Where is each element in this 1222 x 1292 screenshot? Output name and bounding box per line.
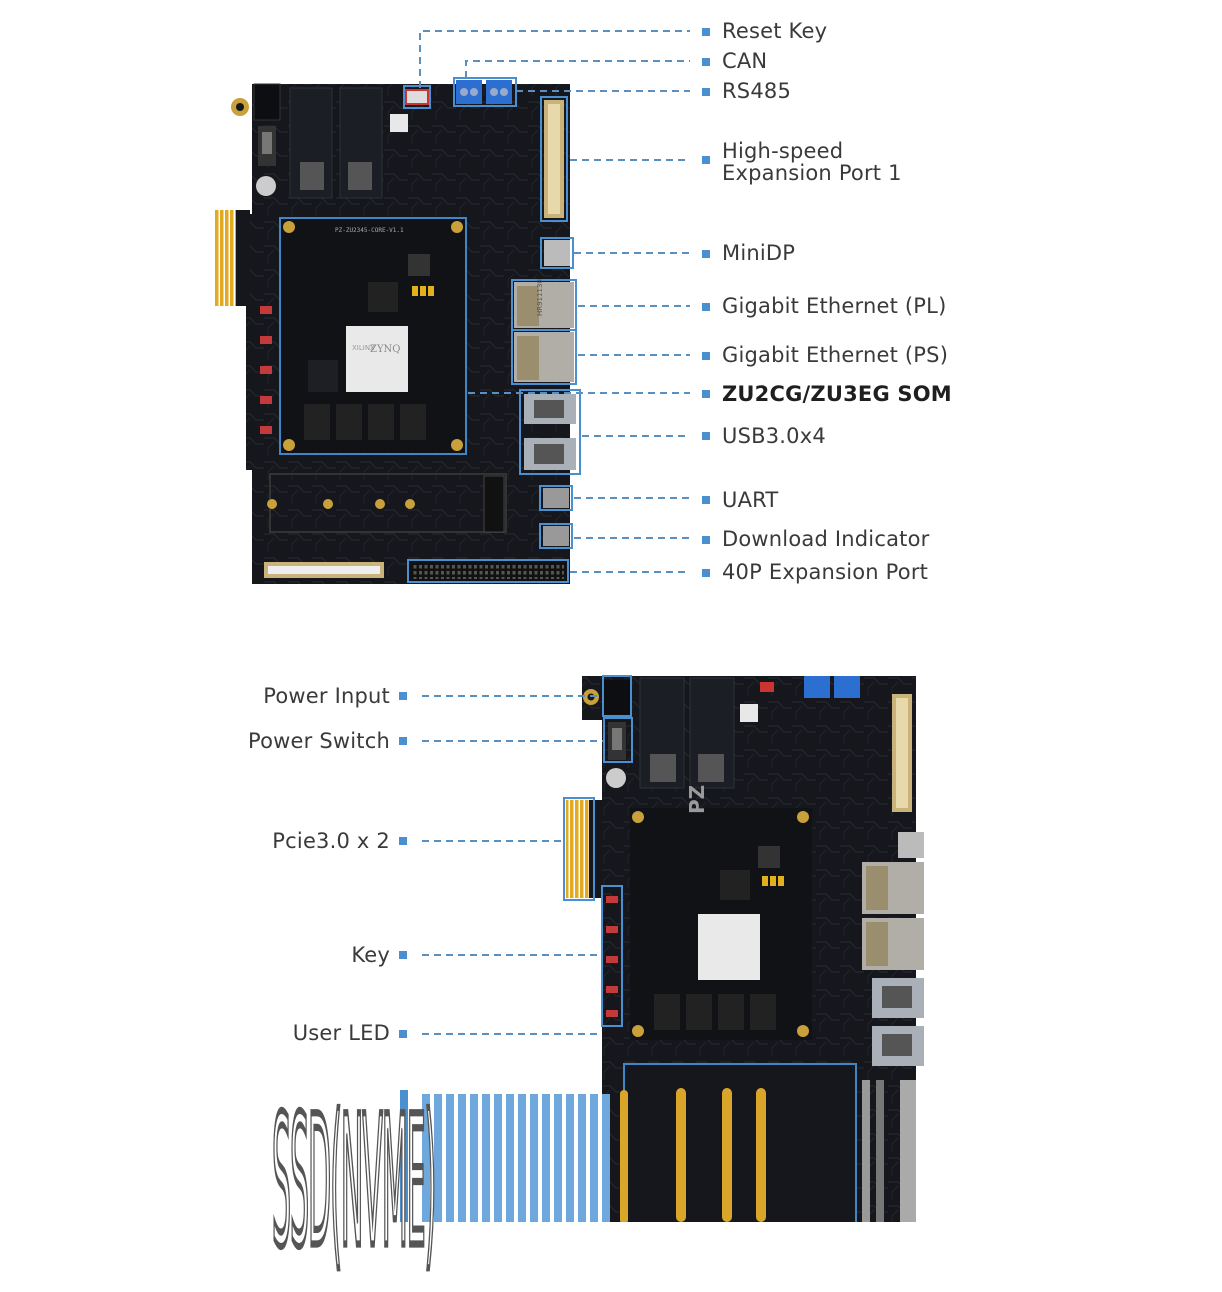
label-ethernet-ps: Gigabit Ethernet (PS) (722, 343, 949, 367)
chip-name: ZYNQ (370, 344, 401, 355)
bottom-label-markers (399, 692, 407, 1038)
label-usb: USB3.0x4 (722, 424, 826, 448)
som-module (279, 217, 467, 455)
label-minidp: MiniDP (722, 241, 796, 265)
top-leader-lines (419, 30, 690, 573)
board-logo: PZ (685, 785, 709, 814)
label-pcie: Pcie3.0 x 2 (272, 829, 390, 853)
label-reset-key: Reset Key (722, 19, 828, 43)
bottom-board: PZ (563, 675, 924, 1222)
top-label-markers (702, 28, 710, 577)
label-user-led: User LED (292, 1021, 390, 1045)
label-can: CAN (722, 49, 768, 73)
chip-brand: XILINX (352, 344, 375, 352)
ssd-stripes (400, 1090, 610, 1222)
can-rs485-terminals (456, 80, 512, 104)
pcie-gold-fingers (215, 210, 237, 306)
label-som: ZU2CG/ZU3EG SOM (722, 382, 952, 406)
label-power-input: Power Input (263, 684, 390, 708)
label-power-switch: Power Switch (248, 729, 390, 753)
label-rs485: RS485 (722, 79, 792, 103)
eth-part-1: HR911130 (536, 279, 544, 316)
label-hs-expansion-line2: Expansion Port 1 (722, 161, 902, 185)
top-board: PZ-ZU2345-CORE-V1.1 XILINX ZYNQ HR911130 (215, 77, 581, 584)
label-uart: UART (722, 488, 779, 512)
label-hs-expansion-line1: High-speed (722, 139, 844, 163)
label-ssd-nvme: SSD(NVME) (271, 1078, 437, 1292)
som-silkscreen: PZ-ZU2345-CORE-V1.1 (335, 227, 404, 234)
bottom-leader-lines (422, 695, 604, 1035)
label-download-indicator: Download Indicator (722, 527, 930, 551)
label-key: Key (351, 943, 390, 967)
label-40p-expansion: 40P Expansion Port (722, 560, 929, 584)
board-diagram: PZ-ZU2345-CORE-V1.1 XILINX ZYNQ HR911130 (215, 28, 924, 1222)
label-ethernet-pl: Gigabit Ethernet (PL) (722, 294, 947, 318)
